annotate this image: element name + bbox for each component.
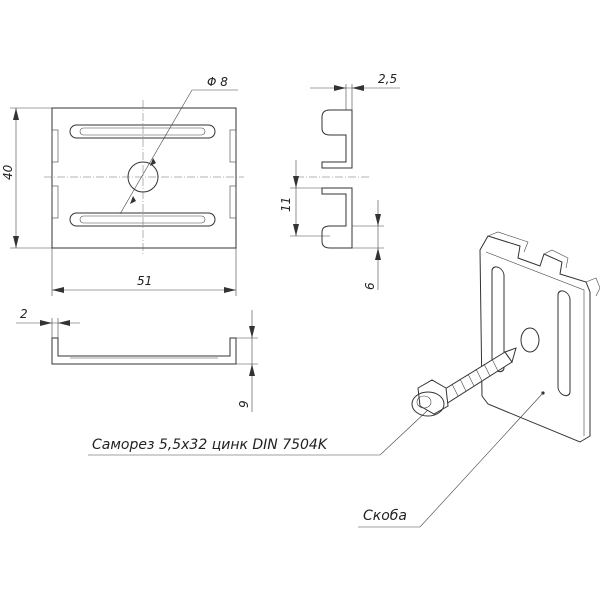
screw-head-top <box>416 395 432 409</box>
screw-callout-label: Саморез 5,5x32 цинк DIN 7504K <box>92 437 329 453</box>
lower-slot-inner <box>79 215 206 224</box>
width-label: 51 <box>137 274 152 288</box>
diameter-arrow-lower <box>130 196 136 204</box>
tab-label: 6 <box>363 282 377 290</box>
bracket-callout-leader <box>358 392 544 528</box>
side-profile-outline-lower <box>321 187 353 249</box>
thickness-label: 2,5 <box>378 72 397 86</box>
wall-arrow-right <box>58 320 70 326</box>
screw-thread <box>451 358 499 397</box>
gap-arrow-top <box>293 176 299 188</box>
profile-arrow-top <box>249 326 255 338</box>
side-view: 2,5 11 6 <box>279 72 400 290</box>
bracket-hole <box>520 327 540 353</box>
side-profile-outline <box>321 109 353 169</box>
bracket-slot-right <box>557 290 571 397</box>
gap-label: 11 <box>279 197 293 212</box>
screw-callout-leader <box>88 409 429 456</box>
wall-arrow-left <box>40 320 52 326</box>
plate-left-notch-lower <box>51 185 59 219</box>
plate-left-notch <box>51 129 59 163</box>
hole-diameter-label: Φ 8 <box>207 75 228 89</box>
screw-head <box>417 379 449 415</box>
wall-label: 2 <box>20 307 28 321</box>
height-label: 40 <box>1 164 15 180</box>
tab-arrow-bottom <box>375 248 381 260</box>
width-arrow-right <box>224 287 236 293</box>
thickness-arrow-right <box>352 85 364 91</box>
screw-washer <box>411 391 445 417</box>
height-arrow-top <box>13 108 19 120</box>
front-view: Φ 8 40 51 <box>1 75 244 296</box>
width-arrow-left <box>52 287 64 293</box>
callouts: Саморез 5,5x32 цинк DIN 7504K Скоба <box>88 392 544 528</box>
diameter-arrow-upper <box>150 158 156 166</box>
diameter-leader <box>119 89 238 215</box>
height-arrow-bottom <box>13 236 19 248</box>
bracket-callout-label: Скоба <box>363 508 407 524</box>
thickness-arrow-left <box>334 85 346 91</box>
upper-slot-inner <box>79 127 206 136</box>
upper-slot <box>69 124 216 139</box>
screw <box>411 347 517 417</box>
lower-slot <box>69 212 216 227</box>
plate-right-notch-lower <box>229 185 237 219</box>
gap-arrow-bottom <box>293 224 299 236</box>
tab-arrow-top <box>375 214 381 226</box>
plate-right-notch <box>229 129 237 163</box>
profile-view: 2 9 <box>16 307 258 412</box>
bracket-edge <box>485 251 585 436</box>
profile-arrow-bottom <box>249 364 255 376</box>
isometric-view <box>411 231 600 443</box>
profile-label: 9 <box>237 400 251 408</box>
screw-tip <box>504 347 517 364</box>
plate-outline <box>51 107 237 249</box>
bracket-top-flange <box>487 231 600 297</box>
bracket-body <box>479 235 591 443</box>
channel-profile <box>51 337 237 365</box>
